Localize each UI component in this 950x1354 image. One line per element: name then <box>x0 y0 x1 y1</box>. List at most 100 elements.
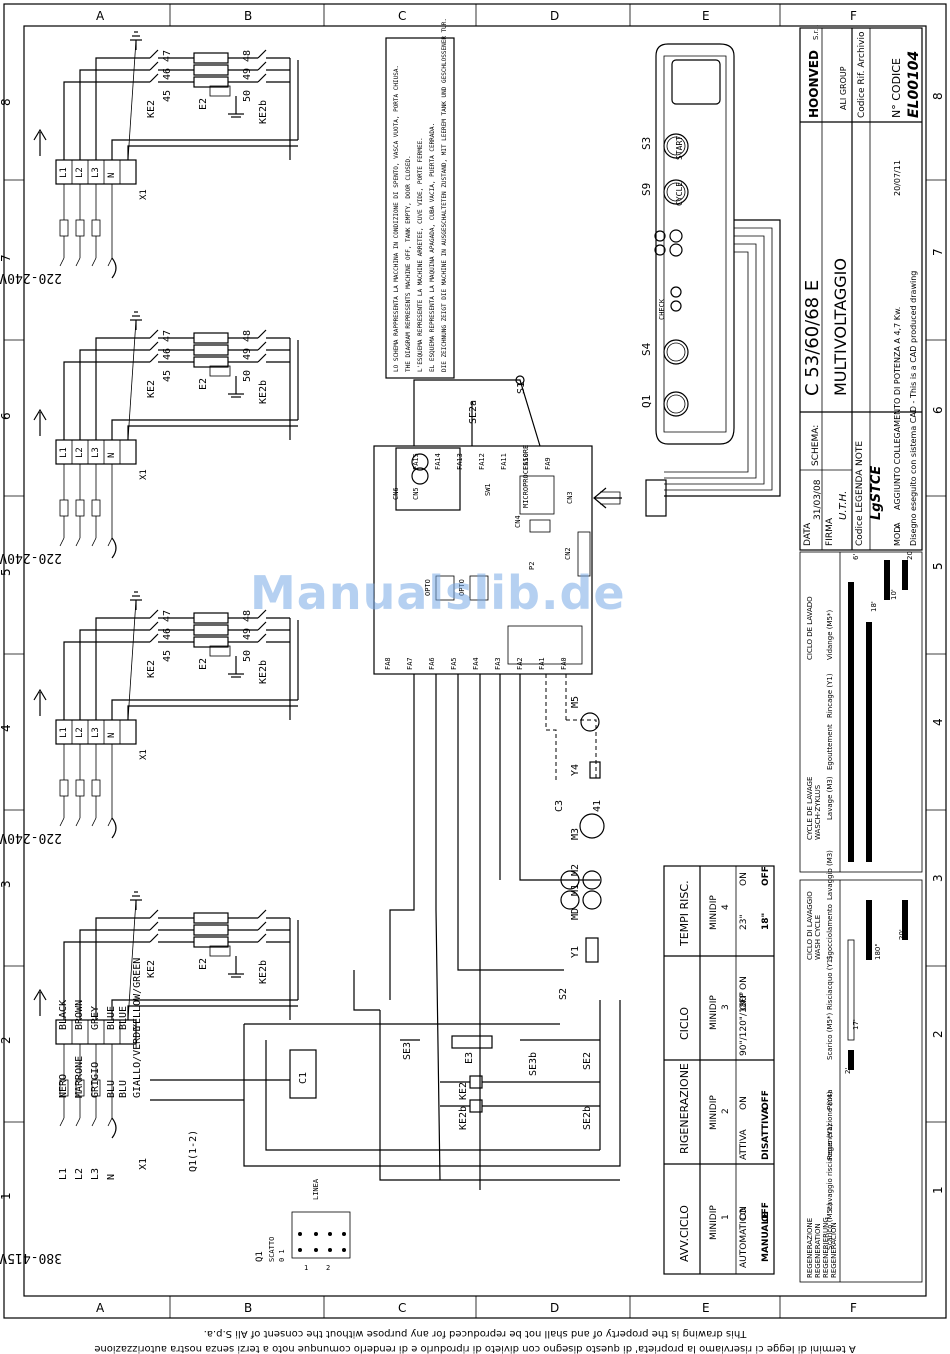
board-sw1: SW1 <box>484 483 492 496</box>
wire-brown: BROWN <box>74 1000 85 1030</box>
term-l3-b3: L3 <box>91 727 101 738</box>
grid-letter-c-top: C <box>398 9 406 23</box>
board-cn6: CN6 <box>392 487 400 500</box>
grid-num-8-right: 8 <box>931 92 945 100</box>
td-minidip-1: MINIDIP <box>709 1205 719 1240</box>
term-l1-main: L1 <box>58 1168 69 1180</box>
wire-grigio: GRIGIO <box>90 1062 101 1098</box>
grid-num-4-left: 4 <box>0 724 13 732</box>
ke2b-label-b1: KE2b <box>258 100 269 124</box>
s9-label: S9 <box>640 183 653 196</box>
td-off-2: OFF <box>761 1202 771 1222</box>
wasch-zyklus: WASCH-ZYKLUS <box>814 784 822 840</box>
data-label: DATA <box>803 522 813 546</box>
e2-label-b2: E2 <box>198 378 209 390</box>
regen-title: REGENERAZIONE <box>806 1218 814 1278</box>
td-md1: 1 <box>721 1214 731 1220</box>
grid-num-1-left: 1 <box>0 1192 13 1200</box>
n41-label: 41 <box>592 800 603 812</box>
n47-label-b2: 47 <box>162 330 173 342</box>
grid-num-6-left: 6 <box>0 412 13 420</box>
board-fa2: FA2 <box>516 657 524 670</box>
grid-letter-a-top: A <box>96 9 105 23</box>
board-opto-1: OPTO <box>424 579 432 596</box>
note-label: NOTE <box>855 441 865 466</box>
grid-letter-b-top: B <box>244 9 252 23</box>
n48-label-b1: 48 <box>242 50 253 62</box>
note-line-3: L'ESQUEMA REPRESENTE LA MACHINE ARRETEE,… <box>417 137 424 372</box>
control-board: FA15 FA14 FA13 FA12 FA11 FA10 FA9 FA8 FA… <box>373 445 593 675</box>
ke2b-label-b2: KE2b <box>258 380 269 404</box>
se3b-label: SE3b <box>528 1052 539 1076</box>
voltage-label-1ph: 220-240V/~50-60Hz <box>0 830 62 845</box>
td-attiva: ATTIVA <box>739 1128 749 1160</box>
wire-blu-2: BLU <box>118 1080 129 1098</box>
td-minidip-3: MINIDIP <box>709 995 719 1030</box>
t180: 180" <box>874 943 882 960</box>
n48-label-b2: 48 <box>242 330 253 342</box>
e3-label: E3 <box>464 1052 475 1064</box>
ke2-label-b3: KE2 <box>146 660 157 678</box>
se2a-label: SE2a <box>468 400 479 424</box>
grid-num-6-right: 6 <box>931 406 945 414</box>
term-l3-b2: L3 <box>91 447 101 458</box>
regen-row-regen: Regenerazione (Y4) <box>826 1091 834 1160</box>
wire-blue-2: BLUE <box>118 1006 129 1030</box>
regen-row-pausa: Pausa <box>826 1089 834 1110</box>
n46-label-b3: 46 <box>162 628 173 640</box>
td-minidip-2: MINIDIP <box>709 1095 719 1130</box>
grid-letter-d-bottom: D <box>550 1301 559 1315</box>
term-l3-main: L3 <box>90 1168 101 1180</box>
term-l2-b3: L2 <box>75 727 85 738</box>
component-labels: S1 SE2a S2 SE3 SE3b SE2 SE2b KE2 KE2b E3… <box>402 382 603 1130</box>
firma-value: U.T.H. <box>838 491 849 520</box>
s3-label: S3 <box>640 137 653 150</box>
wire-marrone: MARRONE <box>74 1056 85 1098</box>
board-cn4: CN4 <box>514 515 522 528</box>
grid-num-2-right: 2 <box>931 1030 945 1038</box>
cycle-row-egouttement: Egouttement <box>826 724 834 770</box>
note-line-1: LO SCHEMA RAPPRESENTA LA MACCHINA IN CON… <box>393 65 400 372</box>
inner-frame <box>23 25 927 1297</box>
grid-letter-c-bottom: C <box>398 1301 406 1315</box>
td-minidip-4: MINIDIP <box>709 895 719 930</box>
n45-label-b2: 45 <box>162 370 173 382</box>
cycle-de-lavage: CYCLE DE LAVAGE <box>806 777 814 840</box>
ke2-label-b2: KE2 <box>146 380 157 398</box>
ke2-label-main: KE2 <box>146 960 157 978</box>
regen-row-scarico: Scarico (M5*) <box>826 1203 834 1250</box>
n48-label-b3: 48 <box>242 610 253 622</box>
term-n-main: N <box>106 1174 117 1180</box>
watermark: Manualslib.de <box>250 566 626 620</box>
board-fa8: FA8 <box>384 657 392 670</box>
x1-label-main: X1 <box>138 1158 149 1170</box>
wash-sub: WASH CYCLE <box>814 915 822 960</box>
schema-label: SCHEMA: <box>811 425 821 466</box>
codice-legenda-label: Codice LEGENDA <box>855 469 865 546</box>
title-block: HOONVED S.r.l. ALI GROUP Codice Rif. Arc… <box>799 25 923 551</box>
q1-scatto-label: SCATTO <box>268 1237 276 1262</box>
n50-label-b3: 50 <box>242 650 253 662</box>
q1-panel-label: Q1 <box>640 395 653 408</box>
grid-letter-a-bottom: A <box>96 1301 105 1315</box>
ke2-coil-label: KE2 <box>458 1082 469 1100</box>
e2-label-b3: E2 <box>198 658 209 670</box>
q1-contact-2: 2 <box>326 1264 330 1272</box>
td-manuale: MANUALE <box>761 1213 771 1262</box>
board-fa6: FA6 <box>428 657 436 670</box>
contactor-labels-upper: KE2 45 46 47 E2 50 49 48 KE2b KE2 45 46 … <box>146 50 269 684</box>
board-cn3: CN3 <box>566 491 574 504</box>
board-fa9: FA9 <box>544 457 552 470</box>
regen-bar-4 <box>902 900 908 940</box>
th-rigenerazione: RIGENERAZIONE <box>678 1063 691 1154</box>
ciclo-lav-title: CICLO DE LAVADO <box>806 596 814 660</box>
regen-row-lavaggio: Lavaggio risciacquo (Y1) <box>826 1124 834 1210</box>
outer-frame <box>3 3 947 1319</box>
board-fa11: FA11 <box>500 453 508 470</box>
company-name: HOONVED <box>807 50 821 118</box>
cycle-bar-1 <box>848 582 854 862</box>
n45-label-b3: 45 <box>162 650 173 662</box>
regen-line-2: REGENERIERUNG <box>822 1217 830 1278</box>
th-tempi: TEMPI RISC. <box>678 880 691 947</box>
wire-yellow-green: YELLOW/GREEN <box>132 958 143 1030</box>
